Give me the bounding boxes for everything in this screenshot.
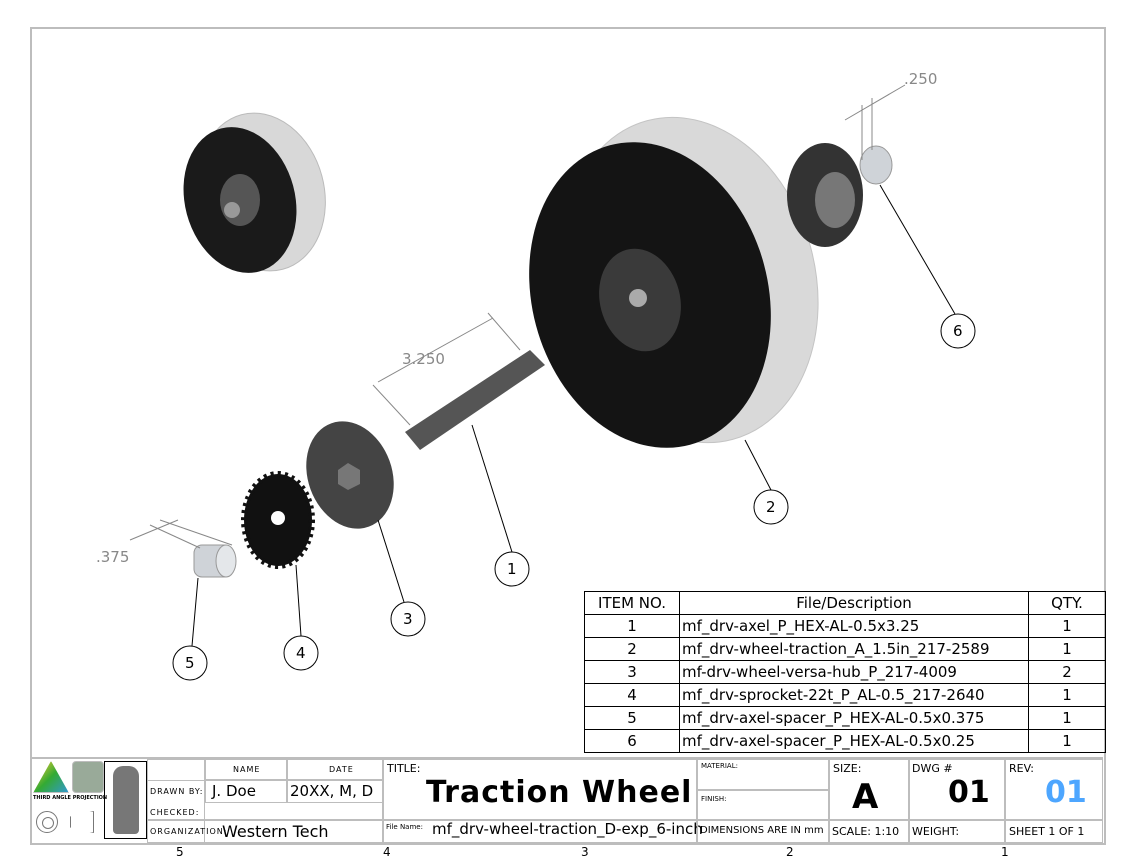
small-wheel-assembly (183, 112, 326, 273)
balloon-1 (494, 551, 530, 587)
drawn-by-value: J. Doe (212, 782, 256, 800)
material-label: MATERIAL: (701, 762, 738, 770)
balloon-2 (753, 489, 789, 525)
title-label: TITLE: (387, 762, 421, 775)
file-name-value: mf_drv-wheel-traction_D-exp_6-inch (432, 820, 703, 838)
bom-desc: mf_drv-axel-spacer_P_HEX-AL-0.5x0.375 (679, 706, 1029, 730)
balloon-label-2: 2 (766, 498, 776, 516)
bom-header-qty: QTY. (1028, 591, 1106, 615)
dimension-spacer-large: .375 (96, 548, 130, 566)
bom-qty: 1 (1028, 706, 1106, 730)
bom-qty: 1 (1028, 729, 1106, 753)
balloon-label-1: 1 (507, 560, 517, 578)
drawn-by-label: DRAWN BY: (150, 787, 204, 796)
versa-hub-left (306, 421, 394, 529)
bom-item: 1 (584, 614, 680, 638)
finish-label: FINISH: (701, 795, 727, 803)
projection-cone-icon (70, 811, 94, 833)
balloon-6 (940, 313, 976, 349)
bom-qty: 1 (1028, 637, 1106, 661)
zone-label: 4 (383, 845, 391, 859)
bom-desc: mf_drv-axel-spacer_P_HEX-AL-0.5x0.25 (679, 729, 1029, 753)
sprocket (241, 471, 315, 569)
bom-desc: mf_drv-sprocket-22t_P_AL-0.5_217-2640 (679, 683, 1029, 707)
robot-logo-icon (104, 761, 147, 839)
title-block: THIRD ANGLE PROJECTION NAME DATE DRAWN B… (32, 757, 1103, 843)
sheet-number: SHEET 1 OF 1 (1009, 825, 1085, 838)
projection-label: THIRD ANGLE PROJECTION (33, 795, 108, 801)
bom-qty: 2 (1028, 660, 1106, 684)
balloons (172, 313, 976, 681)
bom-item: 4 (584, 683, 680, 707)
dimensions-note: DIMENSIONS ARE IN mm (700, 825, 824, 836)
spacer-small (859, 145, 893, 185)
balloon-5 (172, 645, 208, 681)
balloon-3 (390, 601, 426, 637)
hex-axle (405, 350, 545, 450)
size-value: A (852, 777, 879, 817)
bom-item: 5 (584, 706, 680, 730)
rev-label: REV: (1009, 762, 1034, 775)
bom-desc: mf-drv-wheel-versa-hub_P_217-4009 (679, 660, 1029, 684)
bom-item: 3 (584, 660, 680, 684)
dwg-value: 01 (948, 775, 990, 810)
dimension-lines (129, 84, 906, 549)
drawn-date-value: 20XX, M, D (290, 782, 374, 800)
drawing-title: Traction Wheel (426, 775, 693, 810)
rev-value: 01 (1045, 775, 1087, 810)
bom-item: 2 (584, 637, 680, 661)
balloon-label-5: 5 (185, 654, 195, 672)
checked-label: CHECKED: (150, 808, 200, 817)
spacer-large (193, 544, 237, 578)
bom-header-desc: File/Description (679, 591, 1029, 615)
bom-qty: 1 (1028, 683, 1106, 707)
scale-value: SCALE: 1:10 (832, 825, 900, 838)
projection-symbol-icon (36, 811, 58, 833)
bom-header-item: ITEM NO. (584, 591, 680, 615)
balloon-label-3: 3 (403, 610, 413, 628)
leader-lines (191, 184, 956, 647)
dimension-axle-length: 3.250 (402, 350, 445, 368)
name-header: NAME (233, 765, 261, 774)
mascot-logo-icon (72, 761, 104, 793)
bom-desc: mf_drv-axel_P_HEX-AL-0.5x3.25 (679, 614, 1029, 638)
zone-label: 5 (176, 845, 184, 859)
bom-qty: 1 (1028, 614, 1106, 638)
size-label: SIZE: (833, 762, 862, 775)
zone-label: 1 (1001, 845, 1009, 859)
bom-desc: mf_drv-wheel-traction_A_1.5in_217-2589 (679, 637, 1029, 661)
balloon-4 (283, 635, 319, 671)
balloon-label-4: 4 (296, 644, 306, 662)
file-name-label: File Name: (386, 823, 423, 831)
balloon-label-6: 6 (953, 322, 963, 340)
organization-label: ORGANIZATION: (150, 827, 228, 836)
sheet-border (30, 27, 1106, 845)
dimension-spacer-small: .250 (904, 70, 938, 88)
traction-wheel (529, 116, 819, 448)
weight-label: WEIGHT: (912, 825, 960, 838)
team-logo-icon (33, 761, 69, 793)
zone-label: 2 (786, 845, 794, 859)
date-header: DATE (329, 765, 354, 774)
dwg-label: DWG # (912, 762, 953, 775)
zone-label: 3 (581, 845, 589, 859)
bom-item: 6 (584, 729, 680, 753)
versa-hub-right (787, 143, 863, 247)
organization-value: Western Tech (222, 822, 329, 841)
